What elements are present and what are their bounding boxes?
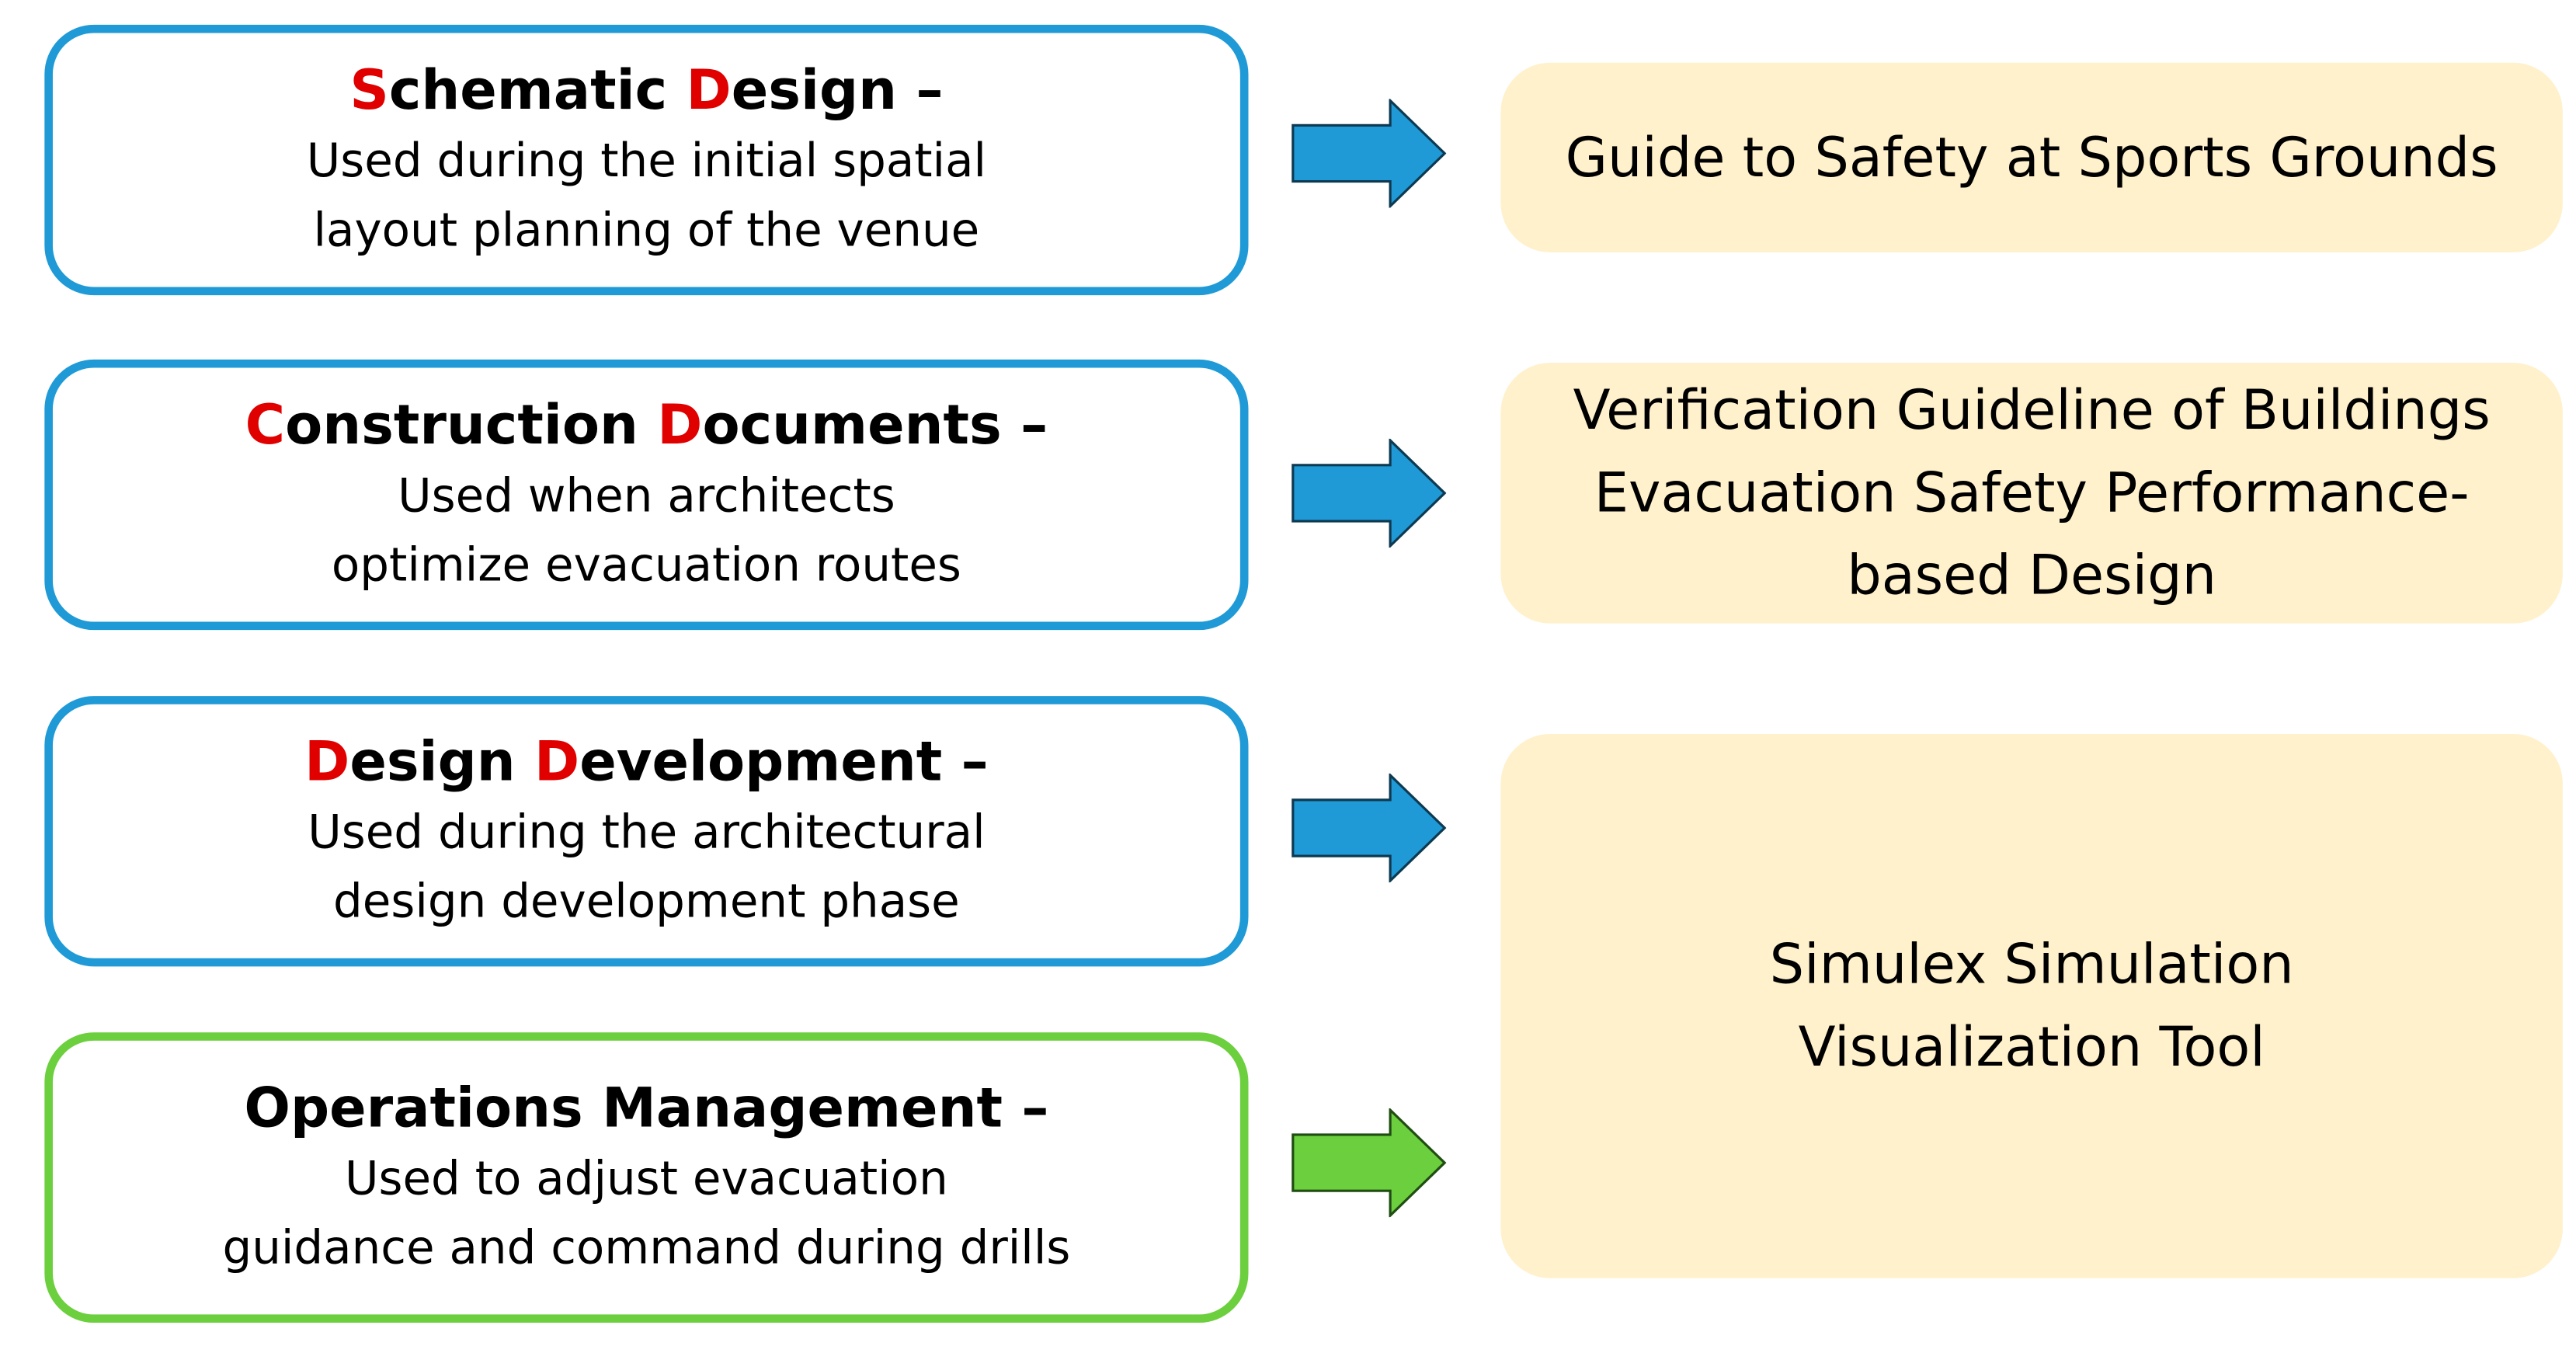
description-line: guidance and command during drills [222, 1220, 1071, 1275]
phase-title: Construction Documents – [245, 389, 1048, 461]
title-rest: evelopment – [579, 729, 989, 794]
title-rest: esign – [731, 57, 944, 123]
title-initial: D [304, 729, 350, 794]
title-rest: onstruction [285, 392, 658, 457]
phase-description: Used during the architectural design dev… [308, 798, 985, 937]
phase-box-design-development: Design Development – Used during the arc… [44, 696, 1249, 967]
description-line: optimize evacuation routes [331, 537, 961, 593]
description-line: design development phase [333, 874, 960, 929]
tool-line: Evacuation Safety Performance- [1594, 460, 2470, 525]
tool-box-simulex: Simulex Simulation Visualization Tool [1500, 733, 2563, 1278]
title-rest: chematic [388, 57, 687, 123]
tool-line: Visualization Tool [1798, 1014, 2265, 1079]
phase-title: Design Development – [304, 725, 989, 798]
title-initial: S [349, 57, 389, 123]
tool-line: based Design [1847, 542, 2217, 607]
phase-box-operations-management: Operations Management – Used to adjust e… [44, 1032, 1249, 1323]
description-line: layout planning of the venue [313, 203, 980, 258]
phase-title: Schematic Design – [349, 54, 943, 127]
right-arrow-icon [1291, 773, 1447, 883]
tool-line: Guide to Safety at Sports Grounds [1565, 124, 2498, 190]
description-line: Used during the architectural [308, 805, 986, 860]
phase-title: Operations Management – [244, 1075, 1049, 1140]
phase-description: Used to adjust evacuation guidance and c… [222, 1145, 1070, 1283]
description-line: Used during the initial spatial [306, 134, 987, 189]
title-initial: D [657, 392, 703, 457]
right-arrow-icon [1291, 1108, 1447, 1218]
description-line: Used when architects [398, 468, 895, 523]
description-line: Used to adjust evacuation [344, 1151, 948, 1206]
tool-line: Simulex Simulation [1769, 931, 2294, 996]
phase-box-schematic-design: Schematic Design – Used during the initi… [44, 24, 1249, 296]
tool-box-guide-to-safety: Guide to Safety at Sports Grounds [1500, 62, 2563, 252]
title-rest: ocuments – [702, 392, 1048, 457]
tool-line: Verification Guideline of Buildings [1573, 377, 2491, 443]
phase-description: Used when architects optimize evacuation… [332, 462, 961, 600]
tool-box-verification-guideline: Verification Guideline of Buildings Evac… [1500, 363, 2563, 624]
title-initial: C [245, 392, 286, 457]
title-initial: D [686, 57, 732, 123]
phase-description: Used during the initial spatial layout p… [307, 127, 986, 266]
right-arrow-icon [1291, 99, 1447, 208]
right-arrow-icon [1291, 438, 1447, 548]
phase-box-construction-documents: Construction Documents – Used when archi… [44, 359, 1249, 631]
title-initial: D [534, 729, 580, 794]
title-rest: esign [349, 729, 535, 794]
